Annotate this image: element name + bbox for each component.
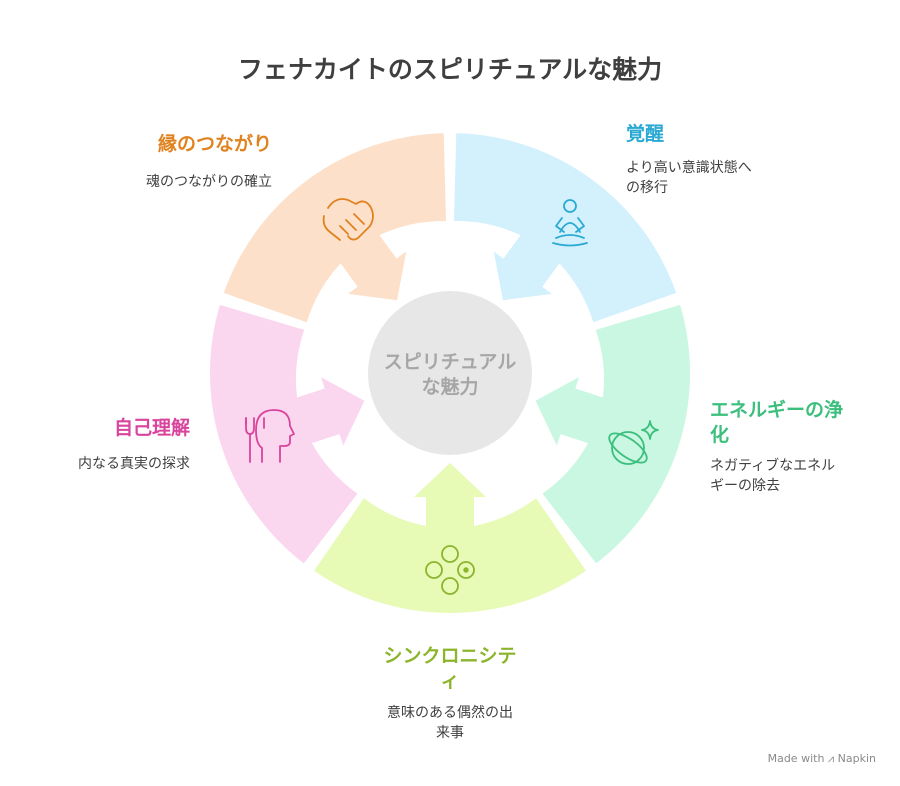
center-label: スピリチュアル な魅力: [370, 350, 530, 399]
awakening-desc-line2: の移行: [626, 180, 668, 197]
meditation-icon: [552, 199, 588, 247]
head-profile-icon: [245, 409, 295, 463]
synchronicity-desc-line2: 来事: [436, 725, 464, 742]
center-hub: [368, 291, 532, 455]
self-understanding-desc: 内なる真実の探求: [40, 454, 190, 474]
energy-cleansing-desc-line1: ネガティブなエネル: [710, 458, 836, 474]
sparkle-orbit-icon: [608, 420, 659, 465]
segment-synchronicity: [314, 463, 586, 614]
segment-soul-connection: [223, 133, 447, 323]
self-understanding-title: 自己理解: [113, 417, 190, 439]
energy-cleansing-title-line1: エネルギーの浄: [710, 399, 844, 421]
synchronicity-desc-line1: 意味のある偶然の出: [387, 705, 513, 721]
energy-cleansing-title-line2: 化: [710, 423, 730, 446]
made-with-label: Made with: [767, 752, 825, 765]
synchronicity-title-line1: シンクロニシテ: [383, 645, 517, 667]
energy-cleansing-desc-line2: ギーの除去: [710, 478, 780, 495]
awakening-desc: より高い意識状態へ の移行: [626, 158, 752, 199]
synchronicity-title: シンクロニシテ ィ: [350, 644, 550, 693]
segment-self-understanding: [209, 304, 365, 564]
center-label-line2: な魅力: [421, 375, 479, 398]
soul-connection-desc-line1: 魂のつながりの確立: [146, 174, 272, 190]
synchronicity-title-line2: ィ: [440, 669, 460, 692]
handshake-icon: [322, 198, 374, 241]
awakening-desc-line1: より高い意識状態へ: [626, 160, 752, 176]
energy-cleansing-desc: ネガティブなエネル ギーの除去: [710, 456, 835, 497]
circles-connection-icon: [425, 545, 475, 595]
soul-connection-desc: 魂のつながりの確立: [80, 172, 272, 192]
center-label-line1: スピリチュアル: [383, 351, 517, 373]
soul-connection-title: 縁のつながり: [157, 133, 272, 155]
made-with-napkin-credit: Made with ⩘ Napkin: [768, 752, 876, 766]
diagram-title: フェナカイトのスピリチュアルな魅力: [237, 55, 663, 84]
napkin-logo-icon: ⩘: [827, 752, 835, 765]
energy-cleansing-title: エネルギーの浄 化: [710, 398, 843, 447]
napkin-brand-label: Napkin: [837, 752, 876, 765]
synchronicity-desc: 意味のある偶然の出 来事: [350, 703, 550, 744]
awakening-title: 覚醒: [626, 123, 665, 145]
segment-awakening: [453, 133, 677, 323]
self-understanding-desc-line1: 内なる真実の探求: [78, 456, 190, 472]
